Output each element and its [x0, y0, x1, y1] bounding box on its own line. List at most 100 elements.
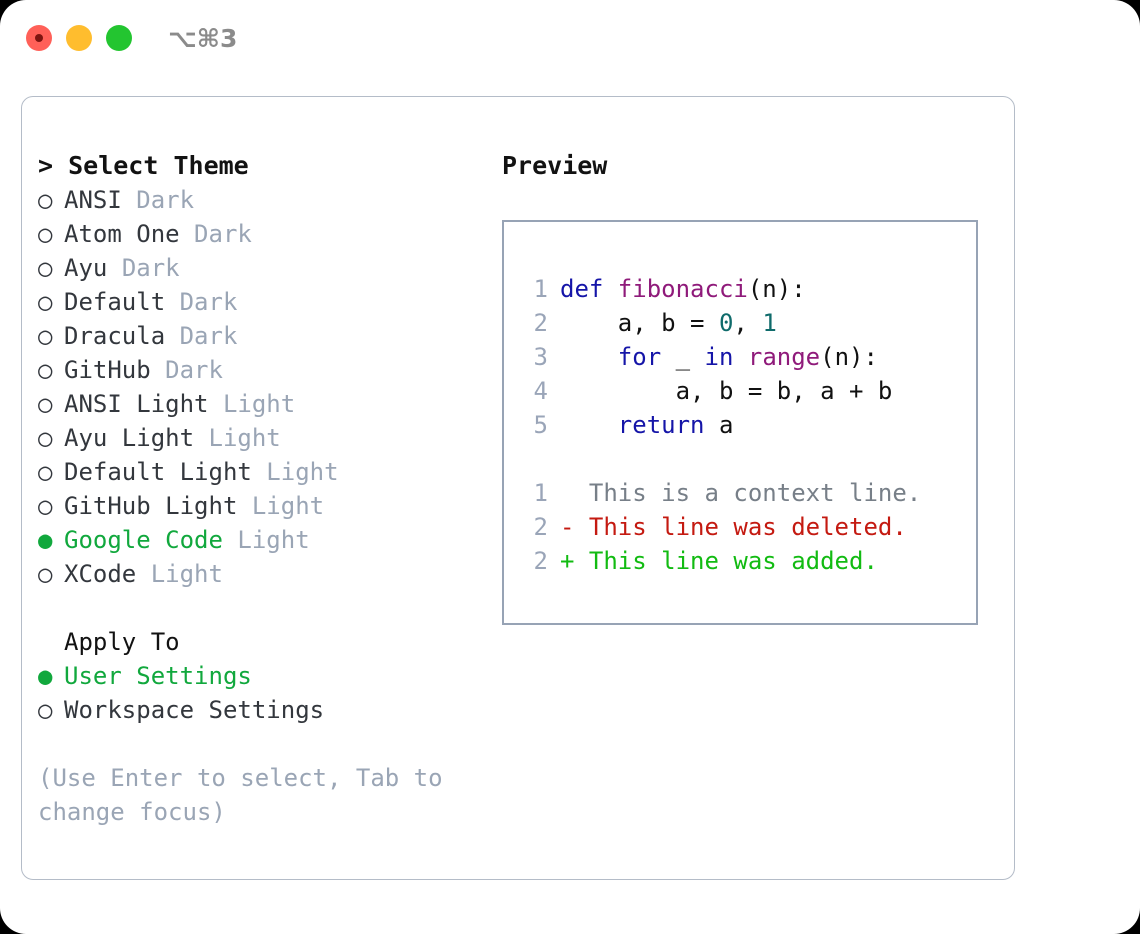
theme-option-google-code[interactable]: ● Google Code Light [38, 523, 488, 557]
diff-line-del: 2- This line was deleted. [522, 510, 968, 544]
radio-unselected-icon: ○ [38, 254, 53, 282]
title-bar: ⌥⌘3 [0, 0, 1140, 78]
apply-to-heading: Apply To [64, 628, 180, 656]
radio-unselected-icon: ○ [38, 492, 53, 520]
theme-option-dracula[interactable]: ○Dracula Dark [38, 319, 488, 353]
radio-unselected-icon: ○ [38, 220, 53, 248]
radio-unselected-icon: ○ [38, 458, 53, 486]
label-gap [223, 526, 237, 554]
close-button-icon[interactable] [26, 25, 52, 51]
theme-option-kind: Dark [179, 288, 238, 316]
code-token: a, b = [560, 309, 719, 337]
theme-option-kind: Dark [165, 356, 223, 384]
theme-option-kind: Dark [194, 220, 252, 248]
theme-selector-column: > Select Theme ○ANSI Dark○Atom One Dark○… [38, 149, 488, 829]
theme-option-label: GitHub [64, 356, 151, 384]
theme-option-default-light[interactable]: ○Default Light Light [38, 455, 488, 489]
code-token: , [733, 309, 763, 337]
radio-unselected-icon: ○ [38, 390, 53, 418]
theme-option-kind: Dark [121, 254, 180, 282]
code-line: 4 a, b = b, a + b [522, 374, 968, 408]
theme-option-kind: Light [150, 560, 223, 588]
label-gap [165, 288, 179, 316]
minimize-button-icon[interactable] [66, 25, 92, 51]
theme-option-ansi-light[interactable]: ○ANSI Light Light [38, 387, 488, 421]
theme-option-xcode[interactable]: ○XCode Light [38, 557, 488, 591]
preview-heading: Preview [502, 151, 608, 180]
theme-option-ayu-light[interactable]: ○Ayu Light Light [38, 421, 488, 455]
theme-option-kind: Light [266, 458, 339, 486]
theme-option-label: Ayu Light [64, 424, 195, 452]
line-number: 5 [533, 411, 548, 439]
theme-option-ayu[interactable]: ○ Ayu Dark [38, 251, 488, 285]
select-theme-heading: > Select Theme [38, 151, 249, 180]
radio-unselected-icon: ○ [38, 186, 53, 214]
label-gap [180, 220, 194, 248]
theme-option-label: ANSI [64, 186, 122, 214]
label-gap [107, 254, 121, 282]
line-number: 1 [533, 275, 548, 303]
list-spacer [38, 591, 488, 625]
keyboard-shortcut-label: ⌥⌘3 [168, 24, 238, 53]
theme-option-label: GitHub Light [64, 492, 238, 520]
main-panel: > Select Theme ○ANSI Dark○Atom One Dark○… [21, 96, 1015, 880]
label-gap [151, 356, 165, 384]
theme-option-kind: Light [237, 526, 310, 554]
diff-line-ctx: 1 This is a context line. [522, 476, 968, 510]
label-gap [209, 390, 223, 418]
radio-unselected-icon: ○ [38, 288, 53, 316]
theme-option-kind: Light [251, 492, 325, 520]
theme-option-kind: Dark [136, 186, 195, 214]
code-token [560, 343, 618, 371]
code-token: _ [661, 343, 705, 371]
code-token: def [560, 275, 618, 303]
code-diff-spacer [522, 442, 968, 476]
theme-option-label: Atom One [64, 220, 180, 248]
apply-to-option-workspace-settings[interactable]: ○Workspace Settings [38, 693, 488, 727]
theme-option-kind: Light [208, 424, 281, 452]
theme-option-github[interactable]: ○GitHub Dark [38, 353, 488, 387]
theme-option-label: Google Code [64, 526, 223, 554]
keyboard-hint-text: (Use Enter to select, Tab to change focu… [38, 764, 443, 826]
label-gap [252, 458, 266, 486]
line-number: 2 [533, 547, 548, 575]
code-token [733, 343, 747, 371]
code-token: for [617, 343, 662, 371]
theme-option-label: Ayu [64, 254, 108, 282]
diff-text: This is a context line. [574, 479, 922, 507]
code-token: 0 [718, 309, 734, 337]
apply-to-option-user-settings[interactable]: ●User Settings [38, 659, 488, 693]
line-number: 4 [533, 377, 548, 405]
radio-selected-icon: ● [38, 662, 53, 690]
diff-sample: 1 This is a context line.2- This line wa… [522, 476, 968, 578]
theme-option-label: ANSI Light [64, 390, 209, 418]
code-token: range [747, 343, 821, 371]
theme-option-default[interactable]: ○Default Dark [38, 285, 488, 319]
diff-sign [560, 479, 574, 507]
code-token: a [704, 411, 734, 439]
theme-option-atom-one[interactable]: ○ Atom One Dark [38, 217, 488, 251]
label-gap [122, 186, 136, 214]
code-token: fibonacci [617, 275, 748, 303]
label-gap [136, 560, 150, 588]
label-gap [165, 322, 179, 350]
code-line: 5 return a [522, 408, 968, 442]
theme-list[interactable]: ○ANSI Dark○Atom One Dark○Ayu Dark○Defaul… [38, 183, 488, 591]
theme-option-github-light[interactable]: ○ GitHub Light Light [38, 489, 488, 523]
label-gap [194, 424, 208, 452]
theme-option-ansi[interactable]: ○ ANSI Dark [38, 183, 488, 217]
theme-option-label: XCode [64, 560, 137, 588]
zoom-button-icon[interactable] [106, 25, 132, 51]
line-number: 1 [533, 479, 548, 507]
apply-to-list[interactable]: ●User Settings○Workspace Settings [38, 659, 488, 727]
theme-option-label: Dracula [64, 322, 166, 350]
line-number: 2 [533, 309, 548, 337]
code-token: return [617, 411, 705, 439]
radio-selected-icon: ● [38, 526, 53, 554]
diff-text: This line was deleted. [574, 513, 907, 541]
code-token: a, b = b, a + b [560, 377, 893, 405]
